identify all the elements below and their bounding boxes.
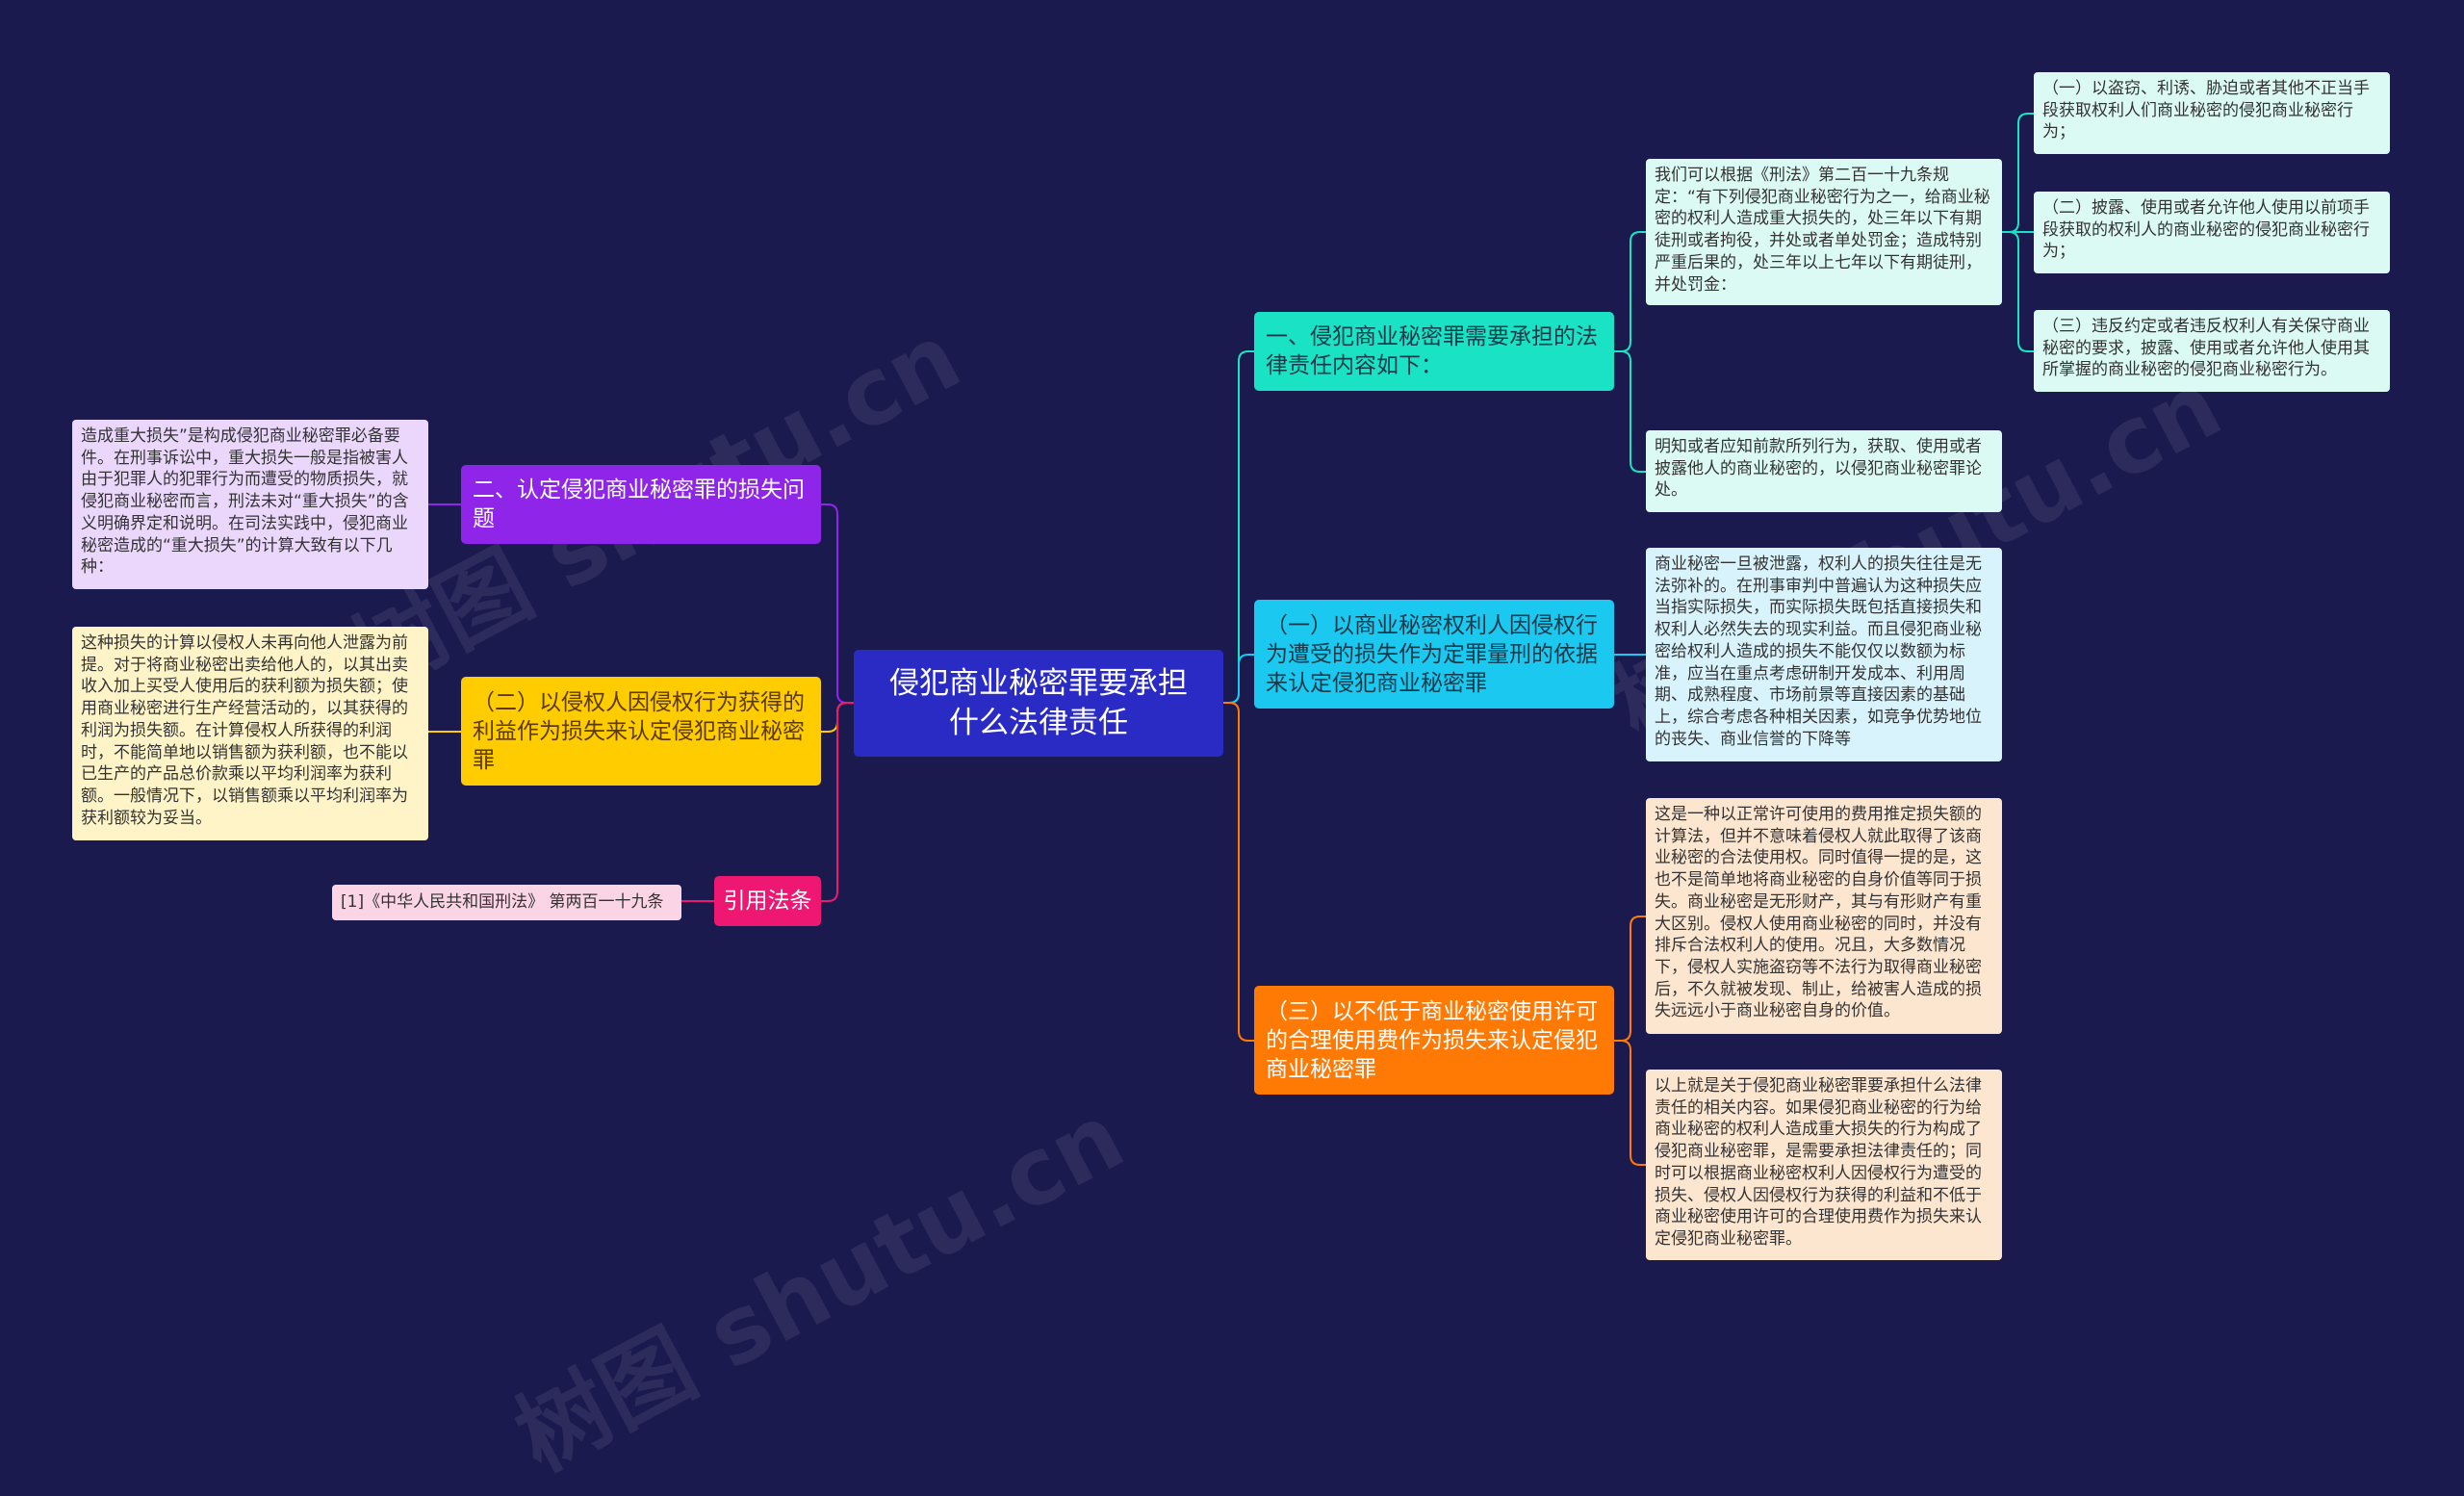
branch-legal-liability[interactable]: 一、侵犯商业秘密罪需要承担的法律责任内容如下： <box>1254 312 1614 391</box>
connector-line <box>1223 702 1254 1042</box>
leaf-license-fee-method: 这是一种以正常许可使用的费用推定损失额的计算法，但并不意味着侵权人就此取得了该商… <box>1646 798 2002 1034</box>
branch-owner-loss[interactable]: （一）以商业秘密权利人因侵权行为遭受的损失作为定罪量刑的依据来认定侵犯商业秘密罪 <box>1254 600 1614 709</box>
leaf-summary: 以上就是关于侵犯商业秘密罪要承担什么法律责任的相关内容。如果侵犯商业秘密的行为给… <box>1646 1070 2002 1260</box>
connector-lines <box>428 113 2034 1166</box>
branch-infringer-profit[interactable]: （二）以侵权人因侵权行为获得的利益作为损失来认定侵犯商业秘密罪 <box>461 677 821 786</box>
connector-line <box>1614 350 1646 473</box>
branch-license-fee[interactable]: （三）以不低于商业秘密使用许可的合理使用费作为损失来认定侵犯商业秘密罪 <box>1254 986 1614 1095</box>
leaf-actual-loss: 商业秘密一旦被泄露，权利人的损失往往是无法弥补的。在刑事审判中普遍认为这种损失应… <box>1646 548 2002 761</box>
connector-line <box>2002 231 2034 352</box>
root-topic[interactable]: 侵犯商业秘密罪要承担什么法律责任 <box>854 650 1223 757</box>
branch-loss-issue[interactable]: 二、认定侵犯商业秘密罪的损失问题 <box>461 465 821 544</box>
branch-citations[interactable]: 引用法条 <box>714 876 821 926</box>
connector-line <box>1614 916 1646 1042</box>
connector-line <box>1614 1040 1646 1166</box>
connector-line <box>1223 654 1254 704</box>
leaf-item-1: （一）以盗窃、利诱、胁迫或者其他不正当手段获取权利人们商业秘密的侵犯商业秘密行为… <box>2034 72 2390 154</box>
leaf-citation-item[interactable]: [1]《中华人民共和国刑法》 第两百一十九条 <box>332 885 681 920</box>
leaf-knowing-acquire: 明知或者应知前款所列行为，获取、使用或者披露他人的商业秘密的，以侵犯商业秘密罪论… <box>1646 430 2002 512</box>
connector-line <box>821 503 854 704</box>
connector-line <box>1614 231 1646 352</box>
leaf-item-2: （二）披露、使用或者允许他人使用以前项手段获取的权利人的商业秘密的侵犯商业秘密行… <box>2034 192 2390 273</box>
leaf-profit-calculation: 这种损失的计算以侵权人未再向他人泄露为前提。对于将商业秘密出卖给他人的，以其出卖… <box>72 627 428 840</box>
leaf-item-3: （三）违反约定或者违反权利人有关保守商业秘密的要求，披露、使用或者允许他人使用其… <box>2034 310 2390 392</box>
leaf-criminal-law-article: 我们可以根据《刑法》第二百一十九条规定：“有下列侵犯商业秘密行为之一，给商业秘密… <box>1646 159 2002 305</box>
mindmap-canvas: 树图 shutu.cn 树图 shutu.cn 树图 shutu.cn 侵犯商业… <box>72 72 2390 1492</box>
leaf-major-loss: 造成重大损失”是构成侵犯商业秘密罪必备要件。在刑事诉讼中，重大损失一般是指被害人… <box>72 420 428 589</box>
connector-line <box>821 702 854 902</box>
connector-line <box>1223 350 1254 704</box>
connector-line <box>2002 113 2034 233</box>
